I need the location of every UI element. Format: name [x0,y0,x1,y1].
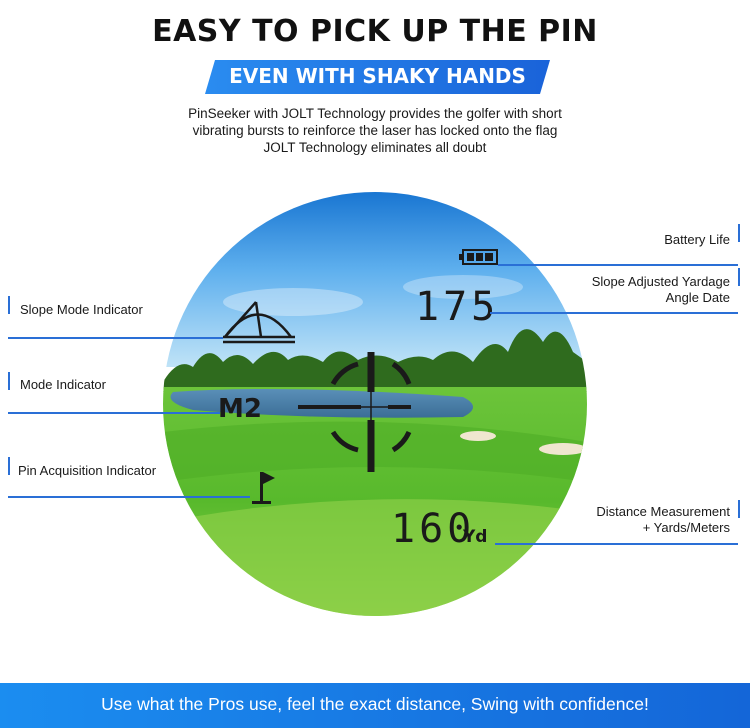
water-hazard [170,388,473,418]
callout-line-mode [8,412,220,414]
callout-mode-indicator: Mode Indicator [20,377,106,392]
pin-flag-icon [252,472,275,504]
callout-slope-adjusted-line2: Angle Date [665,290,730,305]
callout-slope-mode: Slope Mode Indicator [20,302,143,317]
crosshair-reticle [298,352,412,472]
slope-mode-icon [223,301,295,344]
distance-value: 160 [391,506,475,552]
callout-battery-life: Battery Life [664,232,730,247]
distance-unit: Yd [462,527,487,547]
callout-line-slope-adjusted [490,312,738,314]
callout-tick-mode [8,372,10,390]
sub-banner-text: EVEN WITH SHAKY HANDS [229,64,526,88]
callout-distance-line1: Distance Measurement [596,504,730,519]
callout-line-pin [8,496,250,498]
callout-slope-adjusted-line1: Slope Adjusted Yardage [591,274,730,289]
footer-banner: Use what the Pros use, feel the exact di… [0,683,750,728]
callout-line-distance [495,543,738,545]
callout-tick-distance [738,500,740,518]
footer-text: Use what the Pros use, feel the exact di… [101,694,649,714]
description-line: vibrating bursts to reinforce the laser … [192,123,558,138]
callout-line-slope-mode [8,337,223,339]
callout-tick-battery [738,224,740,242]
sub-banner-background [205,60,550,94]
description: PinSeeker with JOLT Technology provides … [150,105,600,156]
mode-indicator: M2 [218,394,262,424]
description-line: JOLT Technology eliminates all doubt [263,140,487,155]
callout-tick-pin [8,457,10,475]
callout-distance: Distance Measurement + Yards/Meters [560,504,730,536]
bunker [460,431,496,441]
description-line: PinSeeker with JOLT Technology provides … [188,106,562,121]
callout-pin-acquisition: Pin Acquisition Indicator [18,463,157,478]
callout-tick-slope-mode [8,296,10,314]
callout-slope-adjusted: Slope Adjusted Yardage Angle Date [540,274,730,306]
slope-value: 175 [415,284,499,330]
callout-distance-line2: + Yards/Meters [642,520,730,535]
tree-line [163,329,587,392]
scope-view: 175 M2 160 Yd [163,192,587,616]
callout-tick-slope-adjusted [738,268,740,286]
headline: EASY TO PICK UP THE PIN [152,14,598,49]
callout-line-battery [498,264,738,266]
battery-icon [459,249,498,265]
